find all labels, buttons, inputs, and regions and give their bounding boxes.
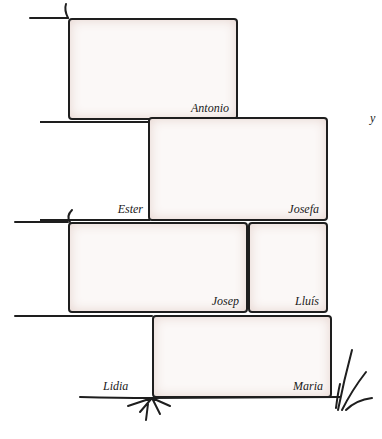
mortar-line (30, 17, 68, 19)
stone-block: Maria (152, 315, 332, 398)
grass (336, 350, 372, 410)
stone-name: Maria (293, 380, 323, 393)
stone-block: Josep (68, 222, 248, 313)
stone-block: Ester (40, 121, 150, 221)
name-label: Lidia (103, 380, 128, 393)
stone-name: Lluís (295, 295, 319, 308)
roots (128, 398, 170, 420)
stone-block: Lluís (248, 222, 328, 313)
stone-block: Antonio (68, 18, 238, 120)
mortar-line (15, 221, 68, 223)
stone-name: Antonio (191, 102, 229, 115)
crack-line (65, 4, 68, 18)
stone-block: Josefa (148, 117, 328, 221)
name-label: y (370, 112, 375, 125)
stone-name: Josep (212, 295, 239, 308)
stone-name: Ester (118, 203, 143, 216)
mortar-line (15, 315, 152, 317)
stone-name: Josefa (288, 203, 319, 216)
